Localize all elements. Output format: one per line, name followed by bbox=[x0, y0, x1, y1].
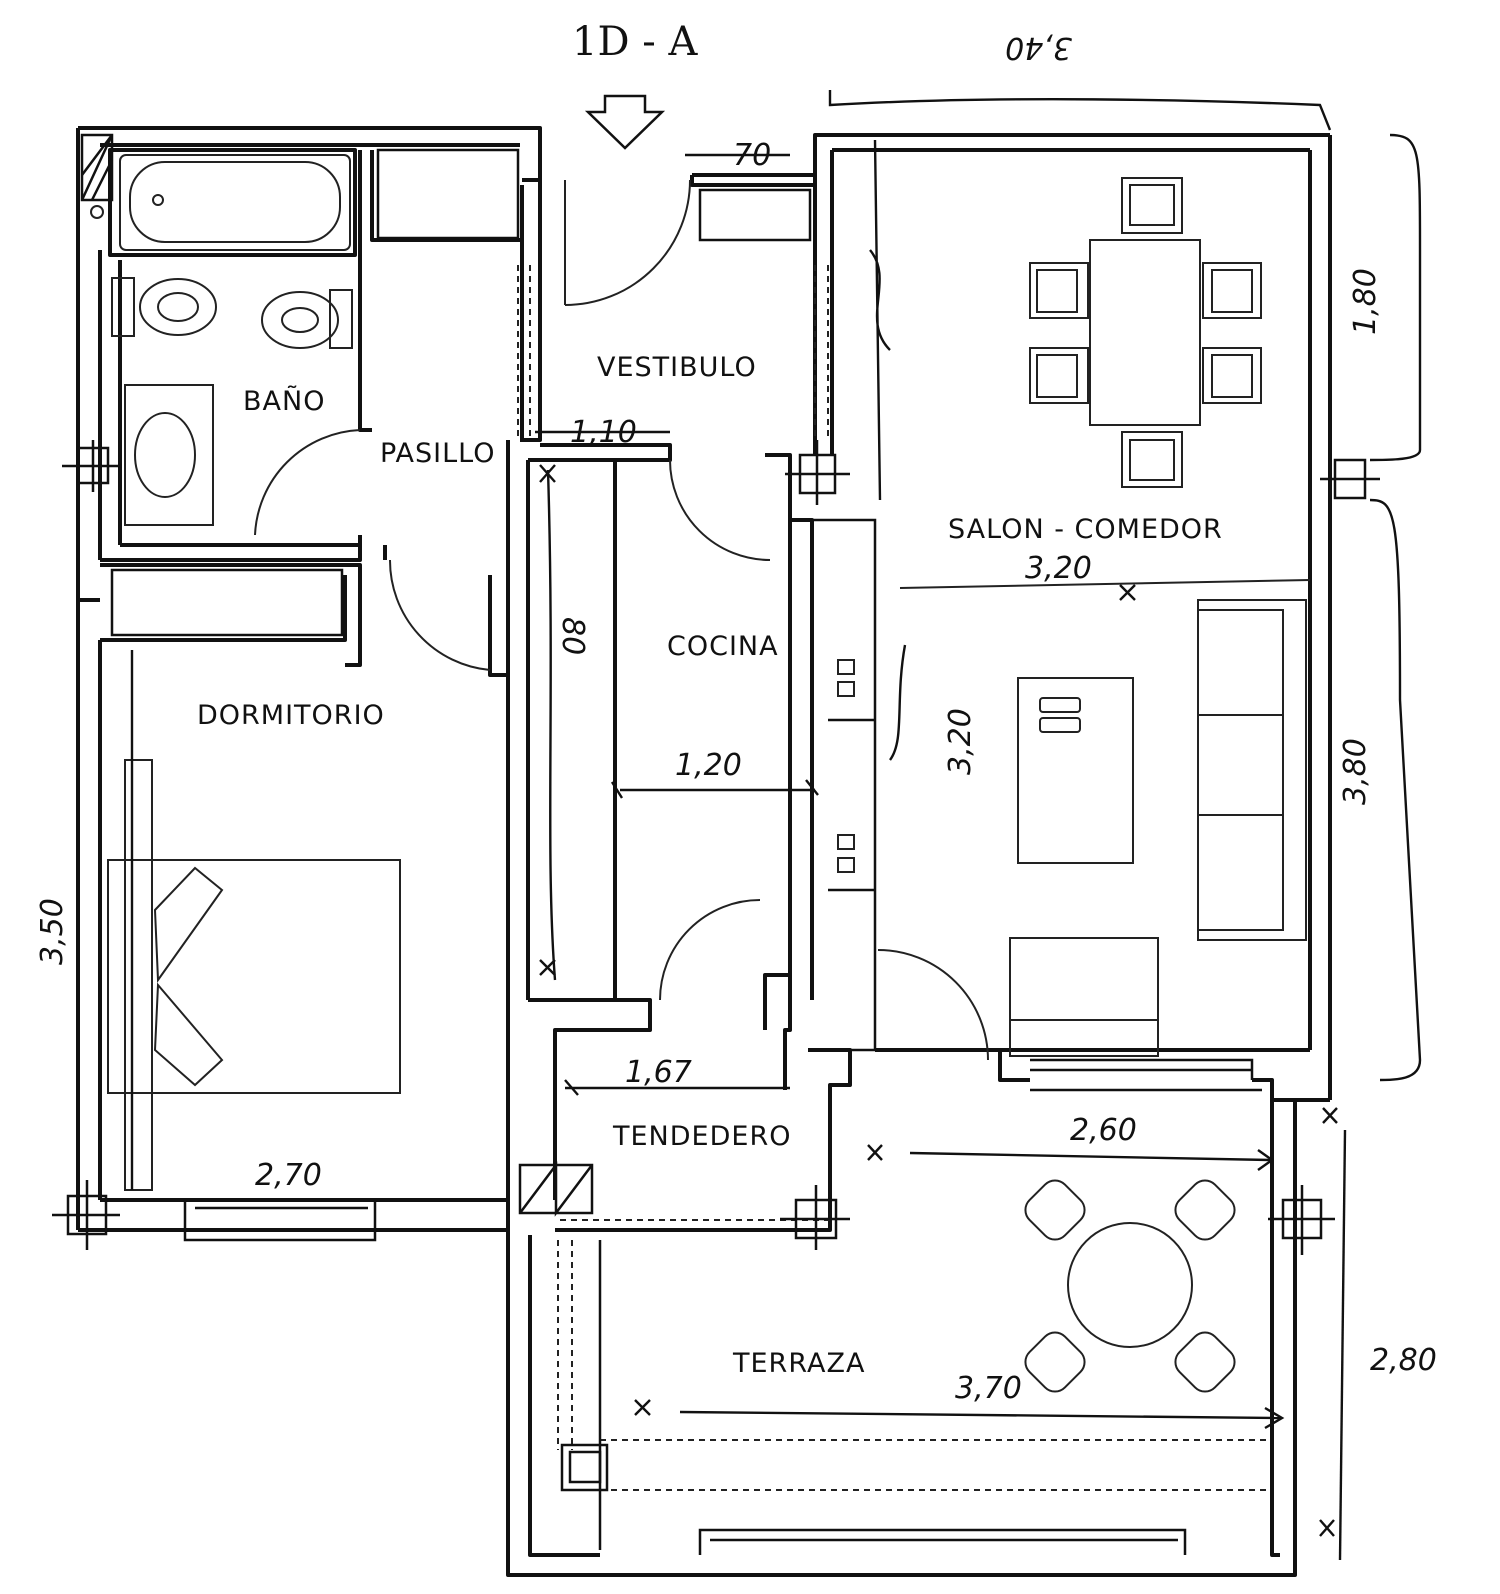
outer-walls bbox=[76, 126, 1332, 1577]
room-label-vestibulo: VESTIBULO bbox=[597, 352, 757, 383]
entrance-arrow-icon bbox=[584, 94, 666, 150]
switch-marks bbox=[539, 464, 1338, 1537]
bathroom-fixtures bbox=[80, 133, 353, 526]
interior-walls bbox=[100, 148, 1330, 1232]
toilet-icon bbox=[111, 277, 217, 337]
bathtub bbox=[119, 154, 351, 251]
dormitorio-closet bbox=[110, 568, 344, 637]
sink-icon bbox=[124, 384, 214, 526]
handwritten-note-top: 3,40 bbox=[1005, 30, 1072, 65]
kitchen-hobs bbox=[837, 659, 855, 873]
room-label-tendedero: TENDEDERO bbox=[612, 1121, 791, 1152]
armchair bbox=[1009, 937, 1159, 1057]
columns bbox=[52, 440, 1380, 1492]
terrace-table-set bbox=[1024, 1179, 1236, 1393]
dimension-right-upper: 1,80 bbox=[1348, 268, 1383, 335]
room-label-pasillo: PASILLO bbox=[380, 438, 496, 469]
pasillo-closet bbox=[376, 148, 520, 240]
tendedero-shaft-icon bbox=[518, 1161, 594, 1217]
room-label-bano: BAÑO bbox=[243, 385, 325, 417]
dimension-salon-width: 3,20 bbox=[1025, 551, 1092, 586]
dimension-lines bbox=[130, 90, 1422, 1561]
coffee-table bbox=[1017, 677, 1134, 864]
dimension-terraza-upper: 2,60 bbox=[1070, 1113, 1137, 1148]
dimension-dormitorio-width: 2,70 bbox=[255, 1158, 322, 1193]
room-label-terraza: TERRAZA bbox=[732, 1348, 865, 1379]
plan-title: 1D - A bbox=[572, 19, 698, 65]
dimension-terraza-lower: 3,70 bbox=[955, 1371, 1022, 1406]
room-label-salon-comedor: SALON - COMEDOR bbox=[948, 514, 1223, 545]
vestibulo-closet bbox=[698, 188, 812, 242]
room-label-cocina: COCINA bbox=[667, 631, 779, 662]
dimension-tendedero-width: 1,67 bbox=[625, 1055, 692, 1090]
dimension-entry-door: 70 bbox=[733, 138, 771, 173]
bidet-icon bbox=[261, 289, 353, 349]
bed bbox=[107, 759, 401, 1191]
dimension-cocina-side: 80 bbox=[555, 617, 590, 655]
dimension-right-middle: 3,80 bbox=[1338, 738, 1373, 805]
doors bbox=[254, 179, 989, 1061]
room-label-dormitorio: DORMITORIO bbox=[197, 700, 385, 731]
dimension-vestibulo-width: 1,10 bbox=[570, 415, 637, 450]
dining-set bbox=[1029, 177, 1262, 488]
dimension-cocina-width: 1,20 bbox=[675, 748, 742, 783]
ventilation-shaft-icon bbox=[80, 133, 114, 219]
living-furniture bbox=[899, 579, 1311, 1057]
dashed-openings bbox=[517, 265, 1270, 1550]
sofa bbox=[1197, 599, 1307, 941]
dimension-cocina-length: 3,20 bbox=[943, 708, 978, 775]
dimension-terraza-depth: 2,80 bbox=[1370, 1343, 1437, 1378]
dimension-dormitorio-length: 3,50 bbox=[35, 898, 70, 965]
